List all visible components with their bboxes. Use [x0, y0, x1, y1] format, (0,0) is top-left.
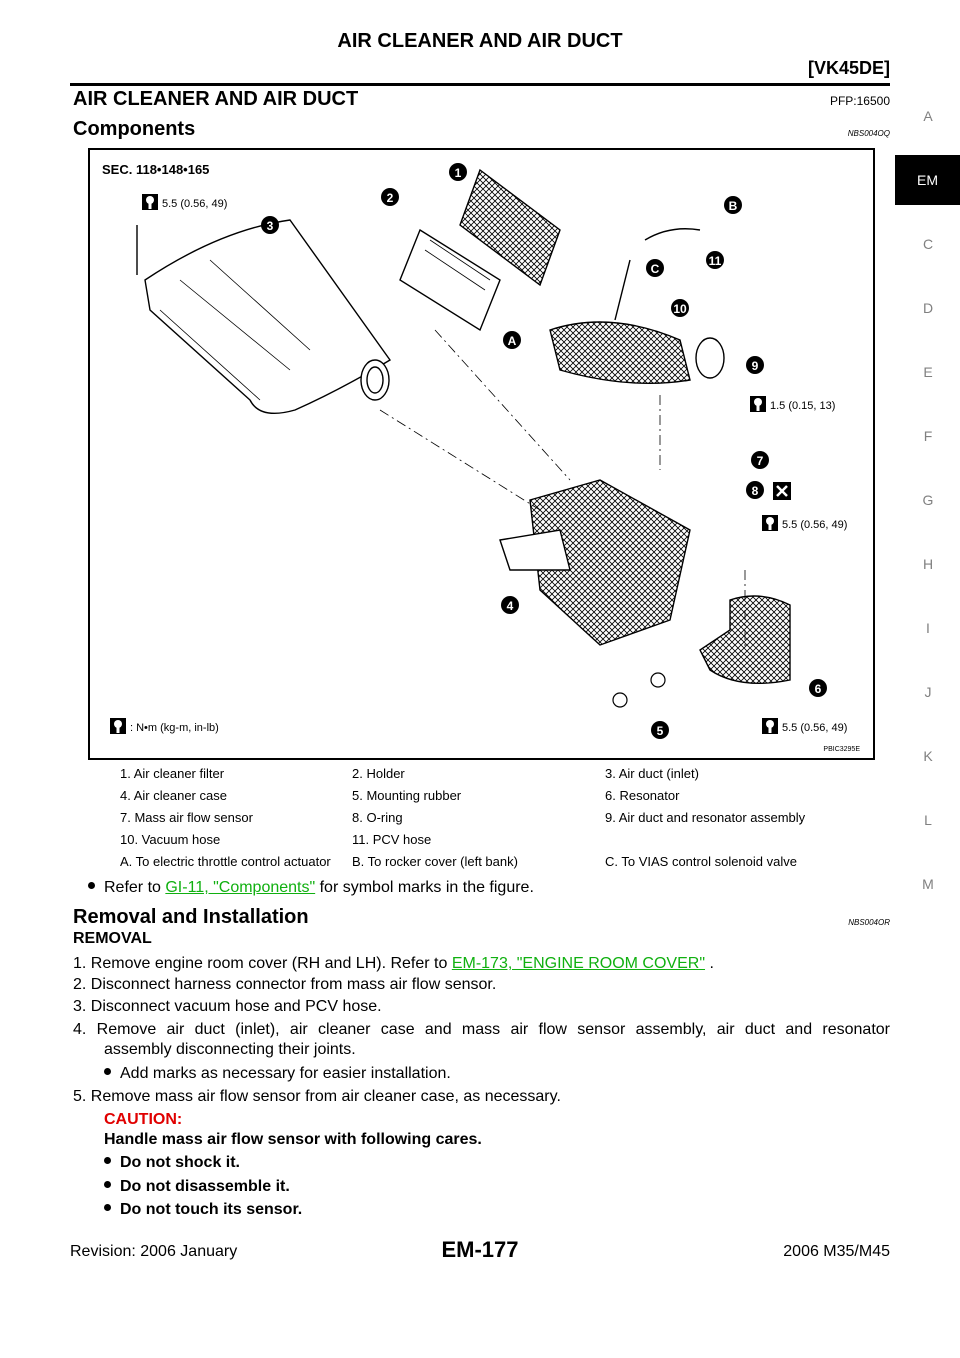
header-rule [70, 83, 890, 86]
legend-cell: 7. Mass air flow sensor [120, 810, 253, 825]
svg-text:4: 4 [507, 599, 514, 613]
mounting-rubber-shape [612, 672, 666, 708]
bullet-icon [104, 1181, 111, 1189]
sidebar-letter-m[interactable]: M [922, 876, 934, 892]
exploded-diagram: SEC. 118•148•165 5.5 (0.56, 49) [102, 162, 860, 753]
sidebar-letter-h[interactable]: H [922, 556, 934, 572]
components-figure: SEC. 118•148•165 5.5 (0.56, 49) [88, 148, 875, 760]
legend-cell: 6. Resonator [605, 788, 680, 803]
caution-item: Do not disassemble it. [104, 1178, 290, 1196]
step-2: 2. Disconnect harness connector from mas… [73, 976, 497, 993]
air-duct-inlet-shape [136, 219, 392, 414]
legend-cell: 1. Air cleaner filter [120, 766, 225, 781]
holder-shape [399, 228, 501, 332]
legend-cell: 3. Air duct (inlet) [605, 766, 699, 781]
svg-text:A: A [508, 334, 517, 348]
sidebar-letter-k[interactable]: K [923, 748, 933, 764]
torque-top-label: 5.5 (0.56, 49) [162, 198, 227, 210]
figure-code: PBIC3295E [823, 746, 860, 753]
page-header-subtitle: [VK45DE] [807, 58, 890, 78]
caution-heading: CAUTION: [104, 1111, 183, 1128]
torque-1-label: 1.5 (0.15, 13) [770, 400, 835, 412]
sidebar-letter-g[interactable]: G [922, 492, 934, 508]
sidebar-letter-e[interactable]: E [923, 364, 933, 380]
bullet-icon [104, 1204, 111, 1212]
duct-resonator-shape [549, 321, 725, 385]
legend-cell: 4. Air cleaner case [120, 788, 227, 803]
legend-cell: 9. Air duct and resonator assembly [605, 810, 806, 825]
step-4-line-2: assembly disconnecting their joints. [104, 1041, 356, 1058]
legend-cell: 2. Holder [352, 766, 405, 781]
svg-text:11: 11 [709, 254, 722, 268]
legend-cell: B. To rocker cover (left bank) [352, 854, 518, 869]
section-title: AIR CLEANER AND AIR DUCT [73, 88, 359, 110]
torque-3-label: 5.5 (0.56, 49) [782, 722, 847, 734]
torque-icon [762, 718, 778, 734]
step-4-note: Add marks as necessary for easier instal… [104, 1065, 451, 1083]
removal-installation-title: Removal and Installation [73, 906, 309, 928]
sidebar-letter-l[interactable]: L [924, 812, 932, 828]
step-5: 5. Remove mass air flow sensor from air … [73, 1088, 561, 1105]
alignment-lines [379, 329, 746, 650]
legend-cell: 10. Vacuum hose [120, 832, 221, 847]
svg-text:3: 3 [267, 219, 274, 233]
legend-cell: C. To VIAS control solenoid valve [605, 854, 797, 869]
svg-text:C: C [651, 262, 660, 276]
caution-item: Do not touch its sensor. [104, 1201, 302, 1219]
bullet-icon [88, 882, 95, 890]
removal-subtitle: REMOVAL [73, 930, 152, 947]
sidebar-letter-j[interactable]: J [924, 684, 932, 700]
sidebar-letter-i[interactable]: I [926, 620, 930, 636]
do-not-reuse-icon [773, 482, 791, 500]
em-173-link[interactable]: EM-173, "ENGINE ROOM COVER" [451, 955, 706, 972]
sidebar-letter-d[interactable]: D [922, 300, 934, 316]
torque-icon [762, 515, 778, 531]
removal-code: NBS004OR [848, 918, 890, 927]
legend-cell: A. To electric throttle control actuator [120, 854, 331, 869]
footer-revision: Revision: 2006 January [70, 1243, 238, 1260]
sidebar-letter-f[interactable]: F [923, 428, 933, 444]
air-cleaner-case-shape [499, 479, 691, 646]
hoses-shape [614, 228, 701, 321]
svg-text:10: 10 [673, 302, 687, 316]
svg-text:5: 5 [657, 724, 664, 738]
gi-11-link[interactable]: GI-11, "Components" [165, 879, 316, 896]
step-4-line-1: 4. Remove air duct (inlet), air cleaner … [73, 1021, 890, 1038]
pfp-code: PFP:16500 [829, 94, 890, 108]
legend-cell: 11. PCV hose [352, 832, 432, 847]
components-title: Components [73, 118, 196, 140]
svg-text:7: 7 [757, 454, 764, 468]
svg-text:9: 9 [752, 359, 759, 373]
torque-2-label: 5.5 (0.56, 49) [782, 519, 847, 531]
svg-text:B: B [729, 199, 738, 213]
legend-cell: 5. Mounting rubber [352, 788, 462, 803]
air-filter-shape [459, 168, 561, 287]
callouts: 1 2 3 4 5 6 7 8 9 10 11 A B C [261, 163, 827, 739]
sidebar-letter-a[interactable]: A [923, 108, 933, 124]
svg-text:8: 8 [752, 484, 759, 498]
caution-text: Handle mass air flow sensor with followi… [104, 1131, 482, 1148]
footer-model: 2006 M35/M45 [783, 1243, 890, 1260]
bullet-icon [104, 1068, 111, 1076]
page-header-title: AIR CLEANER AND AIR DUCT [337, 30, 623, 52]
bullet-icon [104, 1157, 111, 1165]
torque-unit-label: : N•m (kg-m, in-lb) [130, 722, 219, 734]
page-number: EM-177 [441, 1237, 519, 1262]
torque-icon [750, 396, 766, 412]
svg-text:2: 2 [387, 191, 394, 205]
torque-icon [142, 194, 158, 210]
svg-text:6: 6 [815, 682, 822, 696]
step-1: 1. Remove engine room cover (RH and LH).… [73, 955, 714, 972]
step-3: 3. Disconnect vacuum hose and PCV hose. [73, 998, 382, 1015]
legend-cell: 8. O-ring [352, 810, 403, 825]
caution-item: Do not shock it. [104, 1154, 240, 1172]
symbol-note: Refer to GI-11, "Components" for symbol … [88, 879, 534, 897]
svg-text:1: 1 [455, 166, 462, 180]
sec-label: SEC. 118•148•165 [102, 162, 209, 177]
torque-icon [110, 718, 126, 734]
components-code: NBS004OQ [847, 129, 890, 138]
sidebar-tab-em[interactable]: EM [895, 155, 960, 205]
sidebar-letter-c[interactable]: C [922, 236, 934, 252]
